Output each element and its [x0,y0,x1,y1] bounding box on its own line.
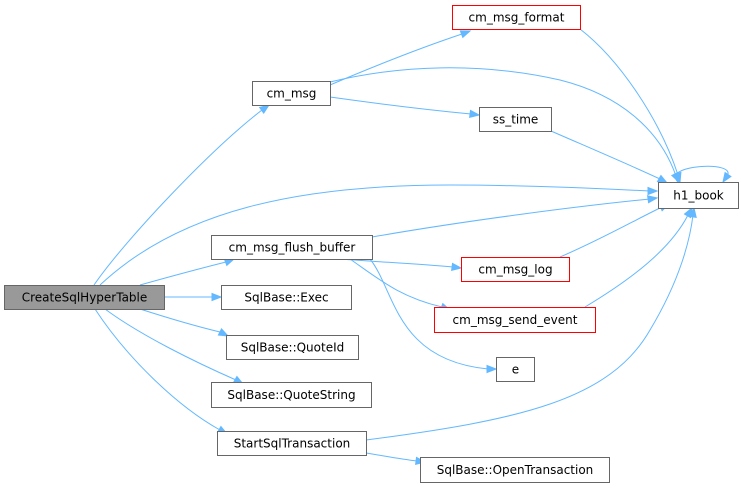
edge-start-sql-transaction-to-sqlbase-opentransaction [365,452,427,466]
node-label: cm_msg_format [469,11,565,25]
node-box[interactable] [221,285,352,310]
edge-arrowhead [451,262,463,272]
node-label: ss_time [493,113,539,127]
edge-line [139,261,227,286]
node-box[interactable] [211,235,373,260]
edge-create-sql-hyper-table-to-cm-msg [93,104,271,286]
edge-line [139,308,221,333]
node-label: e [512,363,519,377]
edge-line [329,96,472,115]
edge-line [365,452,418,462]
node-label: SqlBase::QuoteString [227,388,355,402]
edge-cm-msg-log-to-h1-book [559,203,671,258]
node-cm-msg-send-event[interactable]: cm_msg_send_event [434,307,596,333]
edge-line [369,258,489,370]
node-box[interactable] [496,357,535,382]
edge-line [93,109,263,286]
edge-line [550,130,661,180]
edge-arrowhead [459,30,472,39]
node-cm-msg-log[interactable]: cm_msg_log [461,257,570,282]
edge-cm-msg-to-ss-time [329,96,481,119]
node-box[interactable] [252,81,331,106]
node-box[interactable] [420,457,610,483]
edge-h1-book-to-h1-book [674,165,732,184]
edge-arrowhead [656,174,669,184]
node-label: h1_book [673,189,724,203]
edge-line [559,206,663,258]
node-box[interactable] [4,285,165,310]
edge-line [99,184,651,286]
edge-arrowhead [646,195,659,204]
node-box[interactable] [226,335,359,360]
node-box[interactable] [211,382,372,408]
edge-arrowhead [469,109,481,119]
edge-line [365,214,694,441]
node-label: cm_msg [267,87,317,101]
node-label: cm_msg_flush_buffer [229,241,356,255]
node-sqlbase-quotestring[interactable]: SqlBase::QuoteString [211,382,372,408]
edge-line [339,258,454,268]
edge-line [584,214,689,308]
node-label: cm_msg_log [478,263,552,277]
edge-cm-msg-send-event-to-h1-book [584,206,693,308]
node-create-sql-hyper-table[interactable]: CreateSqlHyperTable [4,285,165,310]
edge-arrowhead [217,327,230,337]
node-start-sql-transaction[interactable]: StartSqlTransaction [217,431,367,456]
node-label: SqlBase::OpenTransaction [437,463,594,477]
node-label: SqlBase::Exec [244,291,328,305]
edge-create-sql-hyper-table-to-sqlbase-exec [164,292,223,302]
node-e[interactable]: e [496,357,535,382]
edge-create-sql-hyper-table-to-start-sql-transaction [94,308,229,435]
node-label: StartSqlTransaction [234,437,351,451]
node-sqlbase-quoteid[interactable]: SqlBase::QuoteId [226,335,359,360]
edge-line [329,67,677,177]
edge-create-sql-hyper-table-to-cm-msg-flush-buffer [139,258,236,286]
node-cm-msg-flush-buffer[interactable]: cm_msg_flush_buffer [211,235,373,260]
edge-arrowhead [211,292,223,302]
edge-cm-msg-flush-buffer-to-h1-book [371,195,659,238]
edge-create-sql-hyper-table-to-sqlbase-quoteid [139,308,230,337]
edge-start-sql-transaction-to-h1-book [365,206,697,441]
node-box[interactable] [658,182,739,209]
node-label: CreateSqlHyperTable [22,291,148,305]
edge-arrowhead [647,186,659,196]
node-box[interactable] [452,5,581,30]
node-box[interactable] [217,431,367,456]
edge-ss-time-to-h1-book [550,130,669,184]
nodes-layer: CreateSqlHyperTable cm_msg cm_msg_formatss… [4,5,739,483]
node-label: cm_msg_send_event [453,313,578,327]
edge-line [349,258,443,308]
node-box[interactable] [479,107,552,132]
edge-line [104,308,237,381]
edge-line [579,28,679,176]
edge-create-sql-hyper-table-to-sqlbase-quotestring [104,308,245,385]
edge-line [94,308,221,431]
node-h1-book[interactable]: h1_book [658,182,739,209]
edge-line [371,198,651,238]
edge-arrowhead [722,171,732,184]
node-cm-msg-format[interactable]: cm_msg_format [452,5,581,30]
edge-arrowhead [688,206,697,219]
edge-create-sql-hyper-table-to-h1-book [99,184,659,286]
node-label: SqlBase::QuoteId [241,341,345,355]
edge-arrowhead [486,364,498,374]
node-box[interactable] [461,257,570,282]
edges-layer [93,28,732,466]
edge-line [674,165,729,183]
node-ss-time[interactable]: ss_time [479,107,552,132]
edge-cm-msg-flush-buffer-to-e [369,258,498,374]
node-cm-msg[interactable]: cm_msg [252,81,331,106]
node-box[interactable] [434,307,596,333]
node-sqlbase-exec[interactable]: SqlBase::Exec [221,285,352,310]
node-sqlbase-opentransaction[interactable]: SqlBase::OpenTransaction [420,457,610,483]
edge-cm-msg-format-to-h1-book [579,28,682,184]
edge-cm-msg-flush-buffer-to-cm-msg-send-event [349,258,452,311]
edge-arrowhead [258,104,271,114]
